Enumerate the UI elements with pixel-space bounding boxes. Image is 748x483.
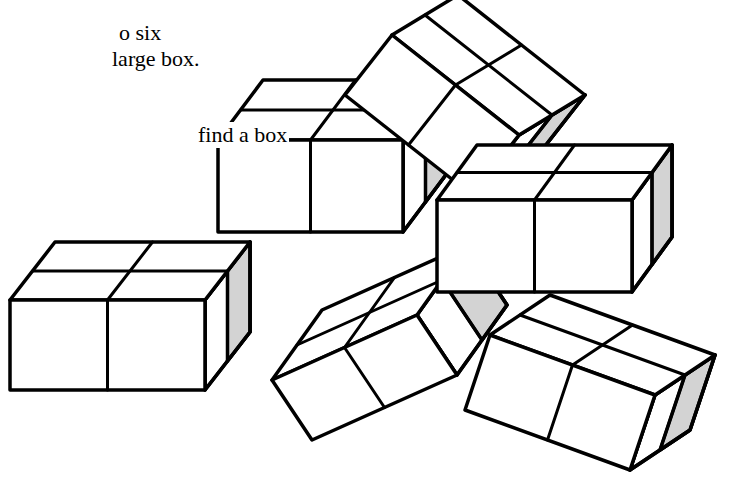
- text-fragment: o six: [117, 20, 163, 46]
- box-top: [437, 145, 672, 200]
- box-top: [10, 242, 250, 300]
- box-front: [437, 200, 632, 292]
- cube-edge: [660, 375, 685, 450]
- cube-edge: [226, 271, 229, 361]
- text-fragment: large box.: [110, 46, 202, 72]
- small-box: [437, 145, 672, 292]
- cube-edge: [548, 365, 573, 440]
- cube-edge: [651, 173, 654, 265]
- cube-edge: [533, 200, 536, 292]
- cube-edge: [345, 348, 385, 408]
- cube-edge: [457, 171, 652, 174]
- small-box: [10, 242, 250, 390]
- box-front: [272, 315, 457, 440]
- cube-edge: [297, 280, 442, 345]
- cube-edge: [106, 300, 109, 390]
- text-fragment: find a box: [196, 122, 289, 148]
- box-front: [10, 300, 205, 390]
- cube-edge: [520, 315, 685, 375]
- cube-edge: [425, 15, 552, 115]
- cube-edge: [33, 270, 228, 273]
- cube-edge: [409, 85, 456, 145]
- box-front: [218, 140, 403, 232]
- cube-edge: [309, 140, 312, 232]
- small-box: [465, 295, 715, 470]
